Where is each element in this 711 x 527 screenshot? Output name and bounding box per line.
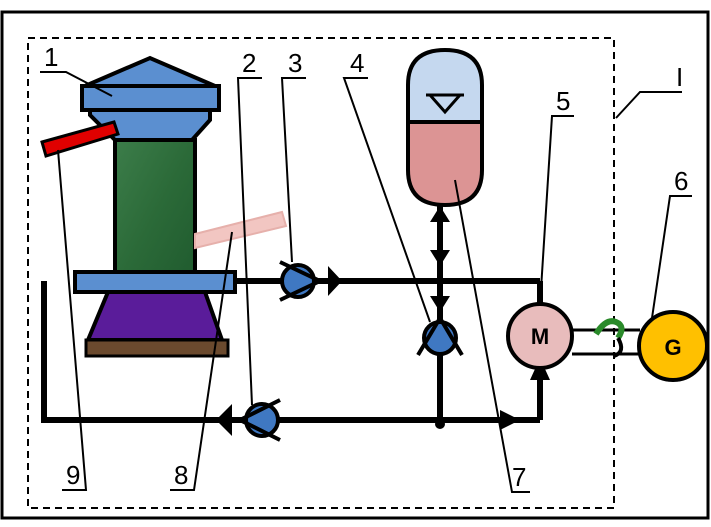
- junction-dot: [435, 419, 445, 429]
- flow-arrow-right: [500, 410, 520, 430]
- callout-4: 4: [350, 48, 364, 78]
- generator-label: G: [664, 335, 681, 360]
- motor-label: M: [531, 324, 549, 349]
- pump-3: [279, 260, 342, 302]
- left-return-line: [41, 281, 255, 423]
- callout-8: 8: [174, 460, 188, 490]
- callout-3: 3: [288, 48, 302, 78]
- generator: G: [637, 310, 709, 382]
- callout-7: 7: [512, 462, 526, 492]
- pump-4: [416, 314, 464, 357]
- callout-6: 6: [674, 166, 688, 196]
- callout-2: 2: [242, 48, 256, 78]
- callout-labels: 1 2 3 4 5 6 7 8 9 I: [44, 42, 688, 492]
- callout-1: 1: [44, 42, 58, 72]
- shaft-coupling: [572, 318, 640, 358]
- callout-5: 5: [556, 86, 570, 116]
- separator-column: [40, 55, 288, 358]
- callout-leaders: [40, 71, 692, 493]
- hydraulic-motor: M: [506, 302, 574, 370]
- outer-frame: [0, 10, 710, 520]
- pump-2: [216, 398, 281, 442]
- callout-9: 9: [66, 460, 80, 490]
- callout-boundary-I: I: [676, 62, 683, 92]
- accumulator-line-arrows: [430, 206, 450, 312]
- dashed-boundary: [27, 37, 615, 509]
- accumulator: [406, 47, 484, 208]
